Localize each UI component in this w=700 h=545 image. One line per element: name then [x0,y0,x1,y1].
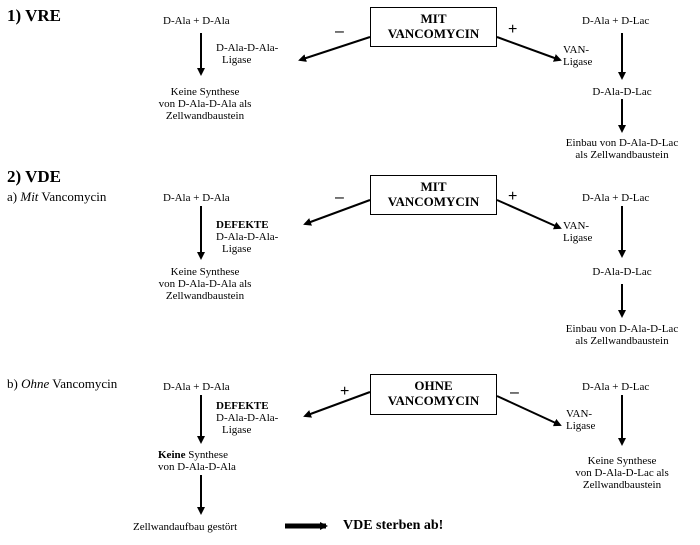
vde-a-box-line2: VANCOMYCIN [387,194,480,209]
vre-right-result-line1: Einbau von D-Ala-D-Lac [565,137,679,149]
vde-b-left-substrates: D-Ala + D-Ala [163,381,230,393]
vde-a-left-enzyme-line3: Ligase [222,243,252,255]
vde-b-right-result-line2: von D-Ala-D-Lac als [575,467,669,479]
vde-b-subtitle: b) Ohne Vancomycin [7,376,118,391]
vde-b-left-result-line2: von D-Ala-D-Ala [158,461,236,473]
vre-mit-vancomycin-box: MIT VANCOMYCIN [370,7,497,47]
vde-a-left-enzyme-line2: D-Ala-D-Ala- [216,231,279,243]
vde-b-right-enzyme-line1: VAN- [566,408,593,420]
vde-b-box-to-right-arrow [496,395,562,427]
vde-b-final-consequence: Zellwandaufbau gestört [133,521,238,533]
section-vre-title: 1) VRE [7,6,61,25]
vde-a-left-result-line2: von D-Ala-D-Ala als [158,278,252,290]
vde-a-left-result-line3: Zellwandbaustein [165,290,245,302]
vre-plus-sign: + [508,21,518,38]
vre-right-enzyme-line2: Ligase [563,56,593,68]
vde-a-minus-sign: – [335,189,344,206]
vre-left-result-line3: Zellwandbaustein [165,110,245,122]
vre-box-to-right-arrow [496,36,562,62]
vde-b-plus-sign: + [340,383,350,400]
vde-a-right-substrates: D-Ala + D-Lac [582,192,650,204]
vre-right-substrates: D-Ala + D-Lac [582,15,650,27]
vre-left-enzyme-line1: D-Ala-D-Ala- [216,42,279,54]
vde-a-right-result-line2: als Zellwandbaustein [575,335,669,347]
vde-b-left-enzyme-line2: D-Ala-D-Ala- [216,412,279,424]
vde-b-right-result-line1: Keine Synthese [587,455,657,467]
section-vde-title: 2) VDE [7,167,61,186]
vde-b-ohne-vancomycin-box: OHNE VANCOMYCIN [370,374,497,415]
vde-a-plus-sign: + [508,188,518,205]
vde-a-subtitle: a) Mit Vancomycin [7,189,107,204]
vde-b-left-result-line1: Keine Synthese [158,449,228,461]
vde-a-mit-vancomycin-box: MIT VANCOMYCIN [370,175,497,215]
vre-box-line2: VANCOMYCIN [387,26,480,41]
vde-b-box-to-left-arrow [303,391,371,418]
vre-right-enzyme-line1: VAN- [563,44,590,56]
vde-b-left-enzyme-line1: DEFEKTE [216,400,269,412]
vde-b-left-enzyme-line3: Ligase [222,424,252,436]
vre-right-result-line2: als Zellwandbaustein [575,149,669,161]
vde-a-right-enzyme-line1: VAN- [563,220,590,232]
vde-a-right-enzyme-line2: Ligase [563,232,593,244]
vre-minus-sign: – [335,23,344,40]
vde-b-conclusion: VDE sterben ab! [343,518,444,533]
vre-right-product: D-Ala-D-Lac [592,86,652,98]
vde-a-right-result-line1: Einbau von D-Ala-D-Lac [565,323,679,335]
vde-a-box-to-left-arrow [303,199,371,226]
vde-b-right-result-line3: Zellwandbaustein [582,479,662,491]
vre-left-enzyme-line2: Ligase [222,54,252,66]
vre-box-to-left-arrow [298,36,371,62]
vde-a-left-substrates: D-Ala + D-Ala [163,192,230,204]
vde-a-box-line1: MIT [420,179,447,194]
vde-a-right-product: D-Ala-D-Lac [592,266,652,278]
vre-left-substrates: D-Ala + D-Ala [163,15,230,27]
vde-b-box-line2: VANCOMYCIN [387,393,480,408]
vde-b-box-line1: OHNE [414,378,453,393]
vre-left-result-line2: von D-Ala-D-Ala als [158,98,252,110]
vde-b-minus-sign: – [510,384,519,401]
vde-b-right-enzyme-line2: Ligase [566,420,596,432]
vde-a-box-to-right-arrow [496,199,562,230]
vde-b-right-substrates: D-Ala + D-Lac [582,381,650,393]
vre-left-result-line1: Keine Synthese [170,86,240,98]
vde-a-left-enzyme-line1: DEFEKTE [216,219,269,231]
vre-box-line1: MIT [420,11,447,26]
vde-a-left-result-line1: Keine Synthese [170,266,240,278]
